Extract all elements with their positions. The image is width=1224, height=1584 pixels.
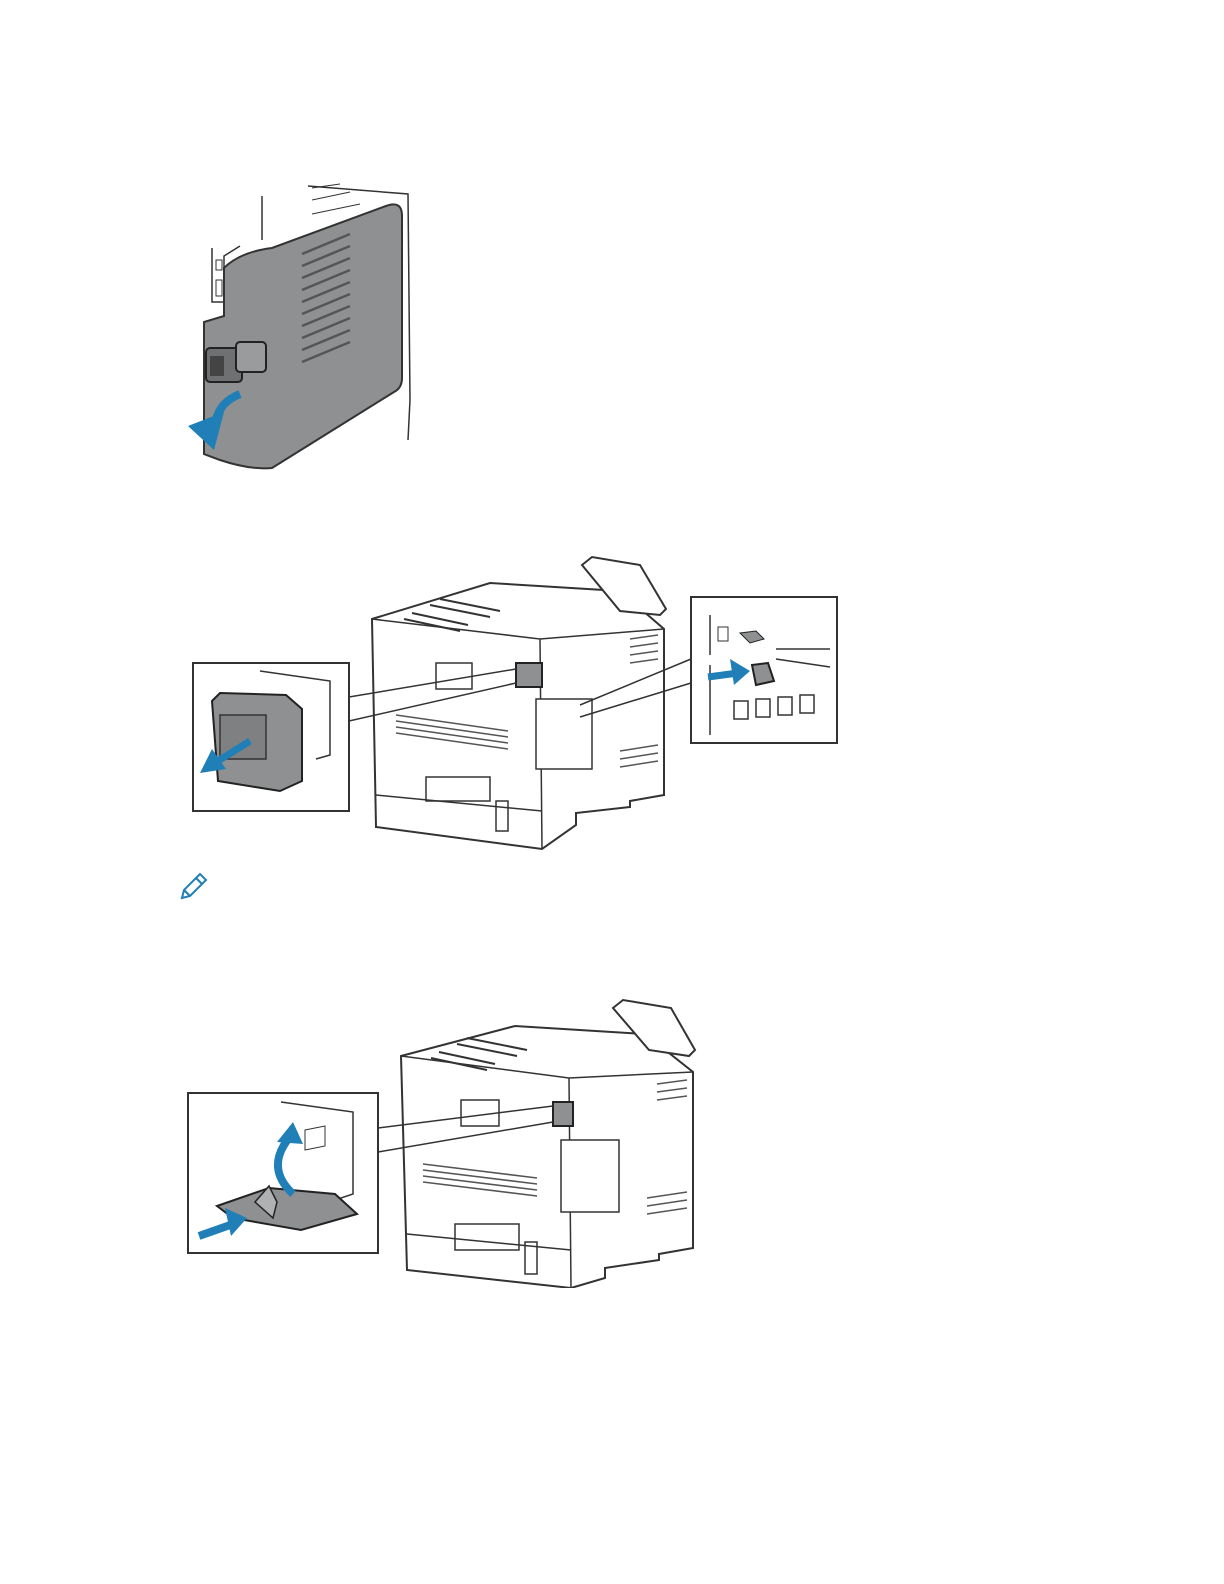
- side-panel-figure: [180, 180, 420, 480]
- rear-port-cover-install-figure: [185, 998, 705, 1288]
- rear-port-cover-install-illustration: [185, 998, 705, 1288]
- pencil-icon: [178, 870, 210, 902]
- rear-port-cover-removal-illustration: [190, 555, 850, 855]
- side-panel-illustration: [180, 180, 420, 480]
- rear-port-cover-removal-figure: [190, 555, 850, 855]
